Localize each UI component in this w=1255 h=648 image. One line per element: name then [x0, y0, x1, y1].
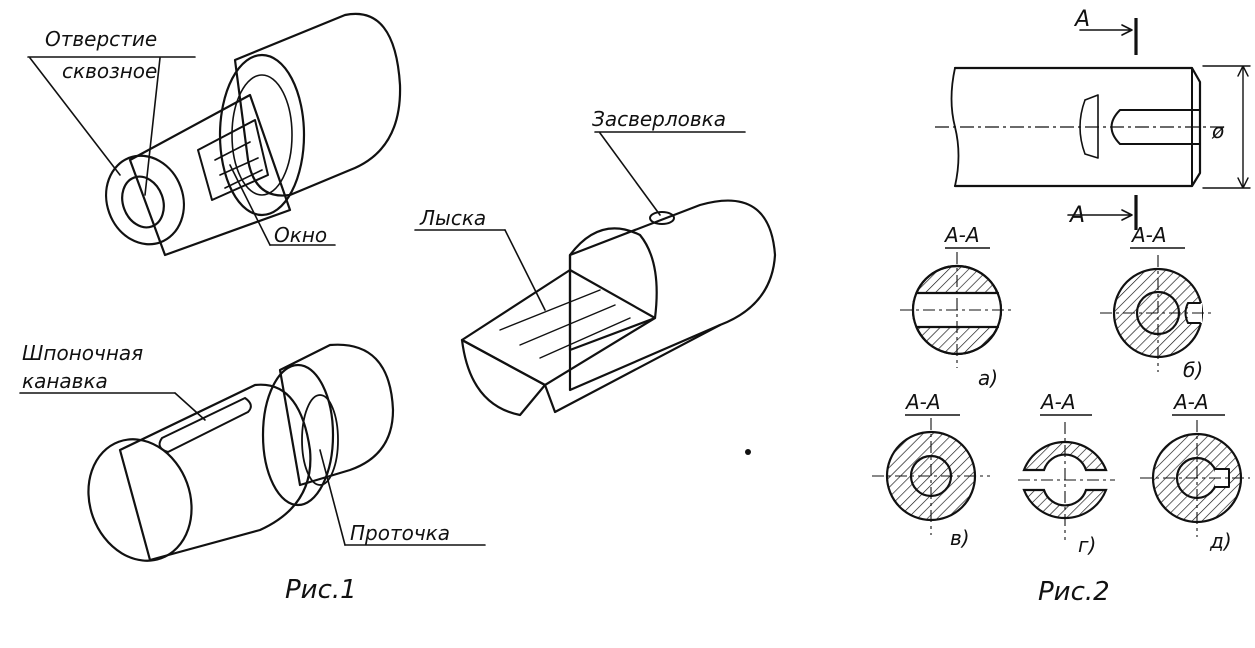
- section-d-letter: д): [1209, 529, 1232, 553]
- section-v: [872, 414, 990, 535]
- label-through-hole-1: Отверстие: [45, 27, 157, 51]
- hollow-shaft-head: [233, 12, 402, 197]
- label-keyway-1: Шпоночная: [22, 341, 143, 365]
- shaft-outline: [953, 66, 1202, 188]
- label-keyway-2: канавка: [22, 369, 108, 393]
- label-groove: Проточка: [350, 521, 450, 545]
- label-window: Окно: [274, 223, 327, 247]
- section-mark-top: А: [1073, 7, 1090, 32]
- flat-shaft-cylinder: [568, 199, 777, 392]
- hollow-shaft-body: [128, 93, 292, 257]
- label-flat: Лыска: [419, 206, 486, 230]
- part-hollow-shaft: [105, 12, 402, 257]
- section-d-title: А-А: [1172, 390, 1209, 414]
- keyway-slot: [158, 397, 252, 453]
- hollow-shaft-end: [105, 154, 185, 246]
- section-v-letter: в): [950, 526, 970, 550]
- through-hole: [121, 175, 165, 229]
- slot-outline: [1110, 109, 1201, 145]
- section-v-title: А-А: [904, 390, 941, 414]
- ink-spot: [745, 449, 751, 455]
- hollow-shaft-flange: [218, 53, 306, 217]
- part-shaft-with-keyway: [87, 343, 395, 562]
- figure1-caption: Рис.1: [285, 575, 357, 605]
- groove-ring: [301, 394, 339, 486]
- section-mark-bottom: А: [1068, 203, 1085, 228]
- window-cutout: [197, 119, 269, 201]
- section-b: [1100, 247, 1215, 372]
- keyway-shaft-head: [278, 343, 395, 487]
- section-a: [900, 247, 1015, 368]
- keyway-shaft-end: [87, 438, 193, 562]
- flat-face: [460, 268, 657, 387]
- shaft-side-view: [935, 18, 1251, 230]
- section-g-letter: г): [1078, 533, 1096, 557]
- section-b-letter: б): [1183, 358, 1203, 382]
- figure2-caption: Рис.2: [1038, 577, 1110, 607]
- label-drilling: Засверловка: [592, 107, 726, 131]
- part-shaft-with-flat: [460, 199, 777, 417]
- label-through-hole-2: сквозное: [62, 59, 157, 83]
- groove-collar: [261, 363, 335, 507]
- diameter-symbol: ø: [1211, 119, 1225, 143]
- leader-lines-fig1: [19, 56, 746, 546]
- flat-shoulder: [568, 227, 658, 352]
- flat-shaft-end: [460, 338, 547, 417]
- section-g: [1018, 414, 1115, 540]
- section-a-letter: а): [978, 366, 998, 390]
- section-g-title: А-А: [1039, 390, 1076, 414]
- section-b-title: А-А: [1130, 223, 1167, 247]
- section-d: [1140, 414, 1250, 537]
- drill-point: [649, 211, 675, 225]
- section-a-title: А-А: [943, 223, 980, 247]
- keyway-shaft-body: [118, 383, 312, 562]
